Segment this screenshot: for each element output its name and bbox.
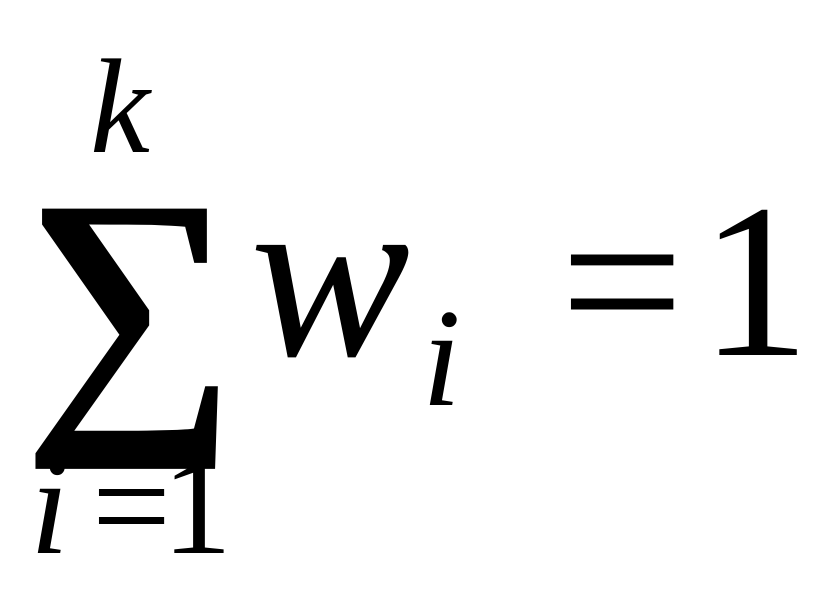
equals-sign: =	[560, 159, 684, 403]
sum-symbol: ∑	[22, 138, 236, 471]
summand-subscript: i	[422, 281, 461, 436]
lower-limit-value: 1	[162, 429, 232, 584]
lower-limit-equals: =	[92, 429, 171, 584]
summand-variable: w	[250, 141, 410, 407]
lower-limit-variable: i	[30, 429, 69, 584]
upper-limit: k	[90, 33, 152, 182]
rhs-value: 1	[700, 159, 810, 403]
